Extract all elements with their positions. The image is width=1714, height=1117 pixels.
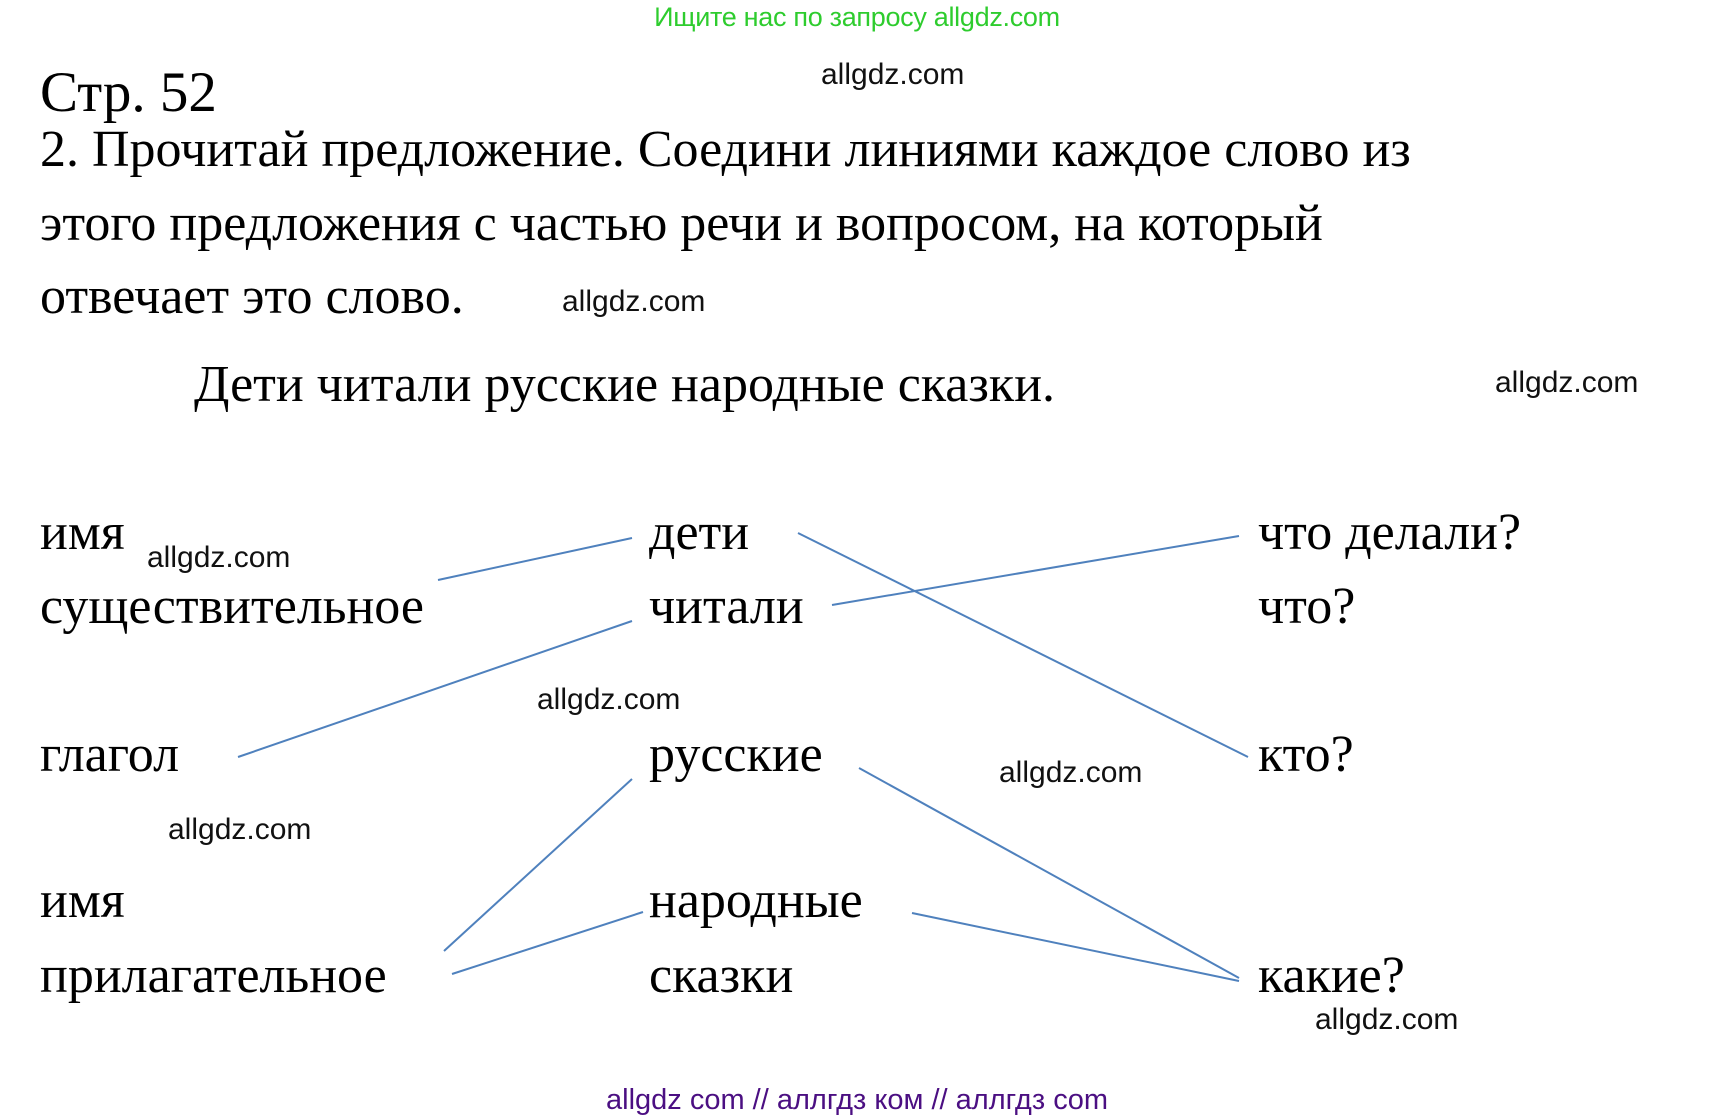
watermark: allgdz.com [147,541,291,574]
watermark: allgdz.com [1315,1003,1459,1036]
line-deti-kto [797,532,1249,758]
pos-adj-line2: прилагательное [40,947,387,1004]
question-kto: кто? [1258,726,1354,783]
word-skazki: сказки [649,947,794,1004]
pos-noun-line2: существительное [40,578,425,635]
search-banner: Ищите нас по запросу allgdz.com [654,2,1060,32]
watermark: allgdz.com [537,683,681,716]
watermark: allgdz.com [821,58,965,91]
question-chto-delali: что делали? [1258,504,1522,561]
question-kakie: какие? [1258,947,1405,1004]
footer-watermark: allgdz com // аллгдз ком // аллгдз com [606,1084,1108,1116]
watermark: allgdz.com [999,756,1143,789]
word-chitali: читали [649,578,804,635]
line-verb-chitali [237,620,633,758]
line-adj-russkie [443,778,633,952]
task-line-2: этого предложения с частью речи и вопрос… [40,195,1323,252]
watermark: allgdz.com [168,813,312,846]
task-line-3: отвечает это слово. [40,268,464,325]
line-adj-narodnye [451,911,644,975]
pos-adj-line1: имя [40,872,125,929]
word-narodnye: народные [649,872,863,929]
line-chitali-chto-delali [831,535,1240,606]
word-deti: дети [649,504,750,561]
question-chto: что? [1258,578,1356,635]
word-russkie: русские [649,726,823,783]
page-label: Стр. 52 [40,61,217,124]
task-sentence: Дети читали русские народные сказки. [194,356,1056,413]
pos-noun-line1: имя [40,504,125,561]
pos-verb: глагол [40,726,180,783]
line-russkie-kakie [858,767,1240,979]
watermark: allgdz.com [1495,366,1639,399]
watermark: allgdz.com [562,285,706,318]
task-line-1: 2. Прочитай предложение. Соедини линиями… [40,121,1411,178]
line-noun-deti [437,537,633,581]
line-narodnye-kakie [911,912,1240,982]
